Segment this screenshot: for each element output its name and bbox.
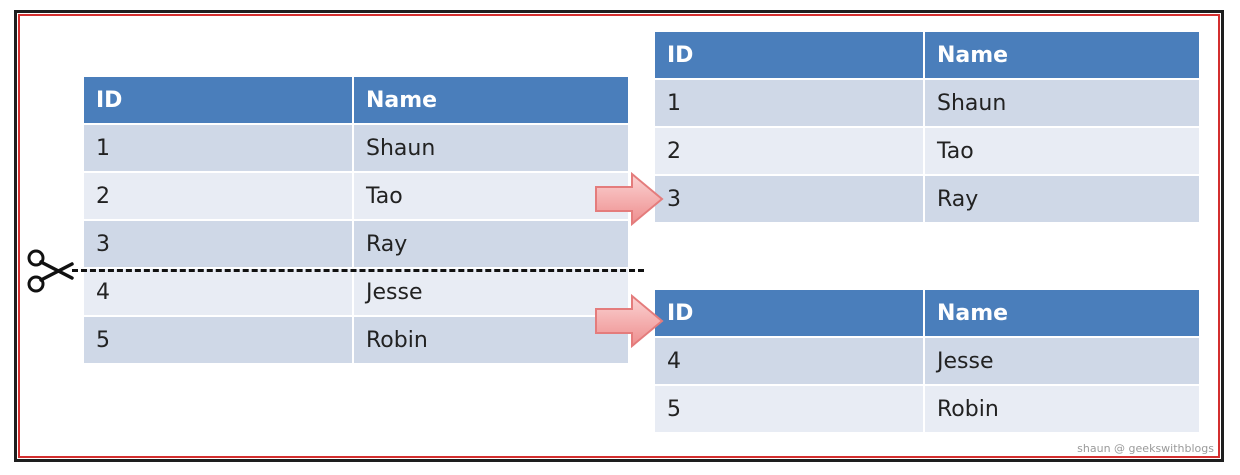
column-header-name: Name	[352, 75, 630, 125]
cell-name: Jesse	[352, 267, 630, 317]
cell-name: Jesse	[923, 336, 1201, 386]
watermark: shaun @ geekswithblogs	[1077, 442, 1214, 455]
cell-id: 1	[653, 78, 925, 128]
partition-1-table: ID Name 1 Shaun 2 Tao 3 Ray	[653, 30, 1201, 224]
table-header-row: ID Name	[653, 30, 1201, 80]
table-row: 2 Tao	[653, 126, 1201, 176]
column-header-id: ID	[653, 30, 925, 80]
arrow-right-icon	[595, 294, 664, 348]
cell-id: 5	[653, 384, 925, 434]
column-header-name: Name	[923, 30, 1201, 80]
table-row: 4 Jesse	[82, 267, 630, 317]
table-row: 3 Ray	[82, 219, 630, 269]
cut-line	[72, 269, 644, 272]
cell-id: 1	[82, 123, 354, 173]
cell-id: 5	[82, 315, 354, 365]
column-header-name: Name	[923, 288, 1201, 338]
table-row: 3 Ray	[653, 174, 1201, 224]
cell-name: Ray	[923, 174, 1201, 224]
cell-name: Ray	[352, 219, 630, 269]
table-row: 4 Jesse	[653, 336, 1201, 386]
table-header-row: ID Name	[82, 75, 630, 125]
partition-2-table: ID Name 4 Jesse 5 Robin	[653, 288, 1201, 434]
cell-id: 4	[82, 267, 354, 317]
cell-name: Robin	[352, 315, 630, 365]
table-row: 5 Robin	[653, 384, 1201, 434]
arrow-right-icon	[595, 172, 664, 226]
column-header-id: ID	[82, 75, 354, 125]
table-row: 1 Shaun	[653, 78, 1201, 128]
cell-name: Tao	[923, 126, 1201, 176]
table-header-row: ID Name	[653, 288, 1201, 338]
cell-id: 3	[82, 219, 354, 269]
cell-id: 3	[653, 174, 925, 224]
scissors-icon	[27, 249, 74, 293]
cell-name: Tao	[352, 171, 630, 221]
table-row: 5 Robin	[82, 315, 630, 365]
table-row: 2 Tao	[82, 171, 630, 221]
cell-id: 4	[653, 336, 925, 386]
cell-name: Shaun	[923, 78, 1201, 128]
cell-id: 2	[82, 171, 354, 221]
column-header-id: ID	[653, 288, 925, 338]
cell-id: 2	[653, 126, 925, 176]
cell-name: Robin	[923, 384, 1201, 434]
cell-name: Shaun	[352, 123, 630, 173]
source-table: ID Name 1 Shaun 2 Tao 3 Ray 4 Jesse 5 Ro…	[82, 75, 630, 365]
table-row: 1 Shaun	[82, 123, 630, 173]
